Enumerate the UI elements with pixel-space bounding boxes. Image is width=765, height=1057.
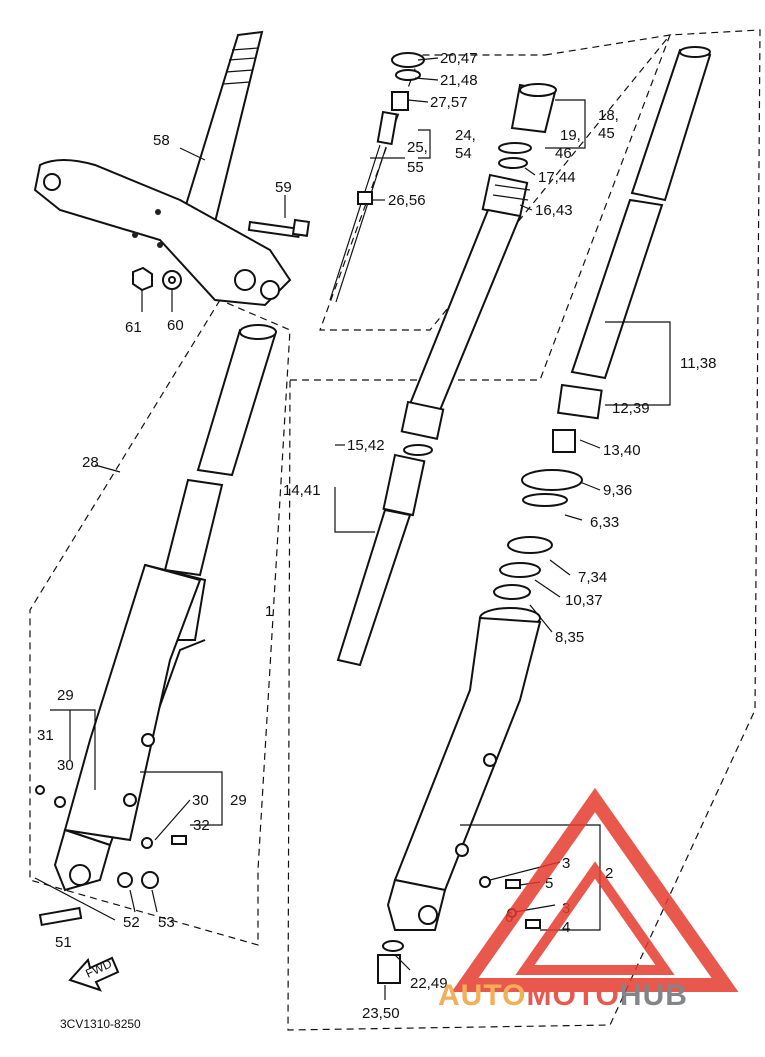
- right-seals: [493, 383, 603, 600]
- callout-7-34: 7,34: [578, 569, 607, 586]
- callout-54: 54: [455, 145, 472, 162]
- watermark-hub: HUB: [620, 979, 688, 1012]
- nut-61: [132, 266, 153, 292]
- callout-29-top: 29: [57, 687, 74, 704]
- callout-60: 60: [167, 317, 184, 334]
- callout-24: 24,: [455, 127, 476, 144]
- callout-52: 52: [123, 914, 140, 931]
- under-bracket: [33, 159, 292, 307]
- watermark-moto: MOTO: [526, 979, 619, 1012]
- callout-6-33: 6,33: [590, 514, 619, 531]
- callout-labels: 20,47 21,48 27,57 24, 25, 54 55 26,56 18…: [37, 50, 716, 1022]
- callout-20-47: 20,47: [440, 50, 478, 67]
- callout-17-44: 17,44: [538, 169, 576, 186]
- callout-4: 4: [562, 919, 570, 936]
- callout-45: 45: [598, 125, 615, 142]
- washer-60: [162, 270, 182, 290]
- callout-15-42: 15,42: [347, 437, 385, 454]
- callout-30-right: 30: [192, 792, 209, 809]
- callout-9-36: 9,36: [603, 482, 632, 499]
- callout-14-41: 14,41: [283, 482, 321, 499]
- callout-21-48: 21,48: [440, 72, 478, 89]
- callout-51: 51: [55, 934, 72, 951]
- callout-59: 59: [275, 179, 292, 196]
- callout-10-37: 10,37: [565, 592, 603, 609]
- callout-29-right: 29: [230, 792, 247, 809]
- callout-18: 18,: [598, 107, 619, 124]
- callout-55: 55: [407, 159, 424, 176]
- callout-32: 32: [193, 817, 210, 834]
- assembly-outline-inner: [319, 34, 672, 331]
- watermark-auto: AUTO: [438, 979, 526, 1012]
- bolt-59: [247, 218, 310, 239]
- callout-23-50: 23,50: [362, 1005, 400, 1022]
- callout-3-top: 3: [562, 855, 570, 872]
- left-outer-tube: [53, 563, 207, 892]
- callout-58: 58: [153, 132, 170, 149]
- callout-27-57: 27,57: [430, 94, 468, 111]
- spacer-18: [498, 83, 557, 169]
- callout-53: 53: [158, 914, 175, 931]
- fork-spring-16: [400, 173, 531, 441]
- damper-rod-26: [329, 110, 398, 303]
- callout-26-56: 26,56: [388, 192, 426, 209]
- left-inner-tube: [163, 324, 277, 577]
- callout-19: 19,: [560, 127, 581, 144]
- right-inner-tube: [570, 46, 712, 380]
- callout-1: 1: [265, 603, 273, 620]
- fwd-arrow: FWD: [68, 956, 120, 992]
- callout-16-43: 16,43: [535, 202, 573, 219]
- callout-25: 25,: [407, 139, 428, 156]
- callout-30-left: 30: [57, 757, 74, 774]
- right-small-parts: [377, 876, 541, 984]
- assembly-outline-1: [287, 29, 761, 1031]
- callout-46: 46: [555, 145, 572, 162]
- left-small-parts: [34, 785, 187, 927]
- callout-61: 61: [125, 319, 142, 336]
- svg-text:AUTOMOTOHUB: AUTOMOTOHUB: [438, 979, 688, 1012]
- callout-11-38: 11,38: [680, 355, 716, 372]
- watermark-logo: AUTOMOTOHUB: [438, 787, 739, 1012]
- cap-bolt-20: [391, 52, 425, 111]
- callout-12-39: 12,39: [612, 400, 650, 417]
- cylinder-14: [336, 444, 433, 667]
- callout-2: 2: [605, 865, 613, 882]
- callout-13-40: 13,40: [603, 442, 641, 459]
- callout-8-35: 8,35: [555, 629, 584, 646]
- callout-5: 5: [545, 875, 553, 892]
- steering-stem: [180, 30, 264, 224]
- callout-22-49: 22,49: [410, 975, 448, 992]
- assembly-outline-28: [29, 299, 291, 946]
- callout-31: 31: [37, 727, 54, 744]
- callout-28: 28: [82, 454, 99, 471]
- diagram-code: 3CV1310-8250: [60, 1017, 141, 1031]
- right-outer-tube: [386, 607, 542, 931]
